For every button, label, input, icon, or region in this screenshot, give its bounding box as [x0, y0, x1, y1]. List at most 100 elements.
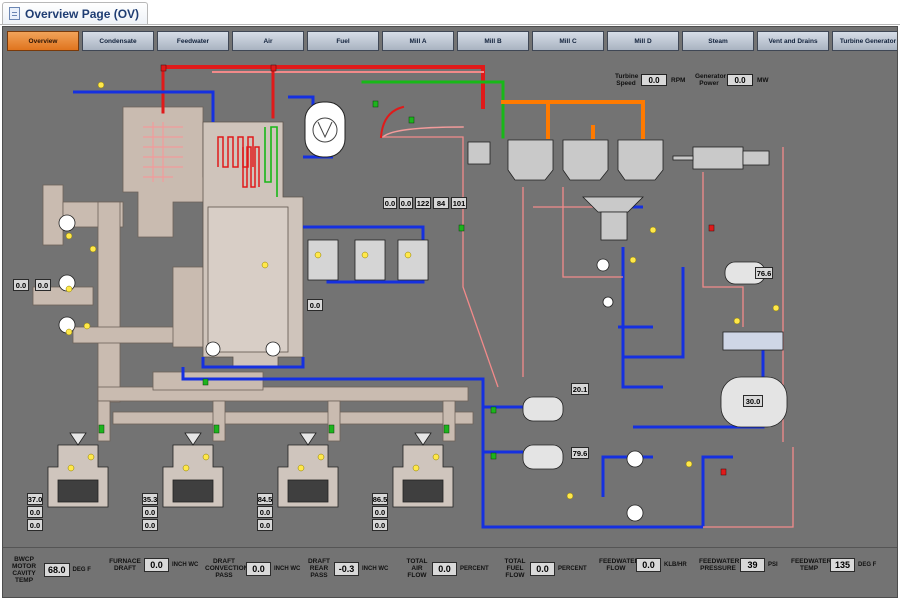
nav-condensate[interactable]: Condensate	[82, 31, 154, 51]
furnace-draft-label: FURNACE DRAFT	[109, 558, 141, 572]
draft-rear-pass: DRAFT REAR PASS -0.3 INCH WC	[307, 558, 388, 579]
mill-c-readout-2: 0.0	[257, 506, 273, 518]
mill-b-readout-1: 35.3	[142, 493, 158, 505]
valves	[98, 100, 497, 460]
document-icon	[9, 7, 20, 20]
steam-lines	[161, 65, 645, 139]
feedwater-temp-value: 135	[830, 558, 855, 572]
turbine-speed-value: 0.0	[641, 74, 667, 86]
bwcp-motor-temp-label: BWCP MOTOR CAVITY TEMP	[11, 556, 37, 584]
feedwater-temp: FEEDWATER TEMP 135 DEG F	[791, 558, 876, 572]
drum-readout: 0.0	[307, 299, 323, 311]
mill-a-readout-1: 37.0	[27, 493, 43, 505]
feedwater-lines	[73, 90, 765, 529]
steam-drum	[304, 101, 346, 158]
generator-power: Generator Power 0.0 MW	[695, 73, 769, 87]
turbine-train	[467, 139, 770, 241]
tab-divider	[0, 24, 900, 25]
hp-heater-1-readout: 20.1	[571, 383, 589, 395]
fd-fan-1-readout: 0.0	[13, 279, 29, 291]
mill-b-readout-3: 0.0	[142, 519, 158, 531]
mill-d-readout-1: 86.5	[372, 493, 388, 505]
process-overview-panel: Overview Condensate Feedwater Air Fuel M…	[2, 26, 898, 598]
nav-vent-and-drains[interactable]: Vent and Drains	[757, 31, 829, 51]
feedwater-flow: FEEDWATER FLOW 0.0 KLB/HR	[599, 558, 687, 572]
furnace-draft: FURNACE DRAFT 0.0 INCH WC	[109, 558, 198, 572]
mill-d-readout-2: 0.0	[372, 506, 388, 518]
draft-convection-pass-unit: INCH WC	[274, 565, 301, 572]
superheater-coils	[217, 136, 260, 188]
bottom-status-bar: BWCP MOTOR CAVITY TEMP 68.0 DEG F FURNAC…	[3, 547, 897, 597]
draft-rear-pass-value: -0.3	[334, 561, 359, 576]
nav-mill-c[interactable]: Mill C	[532, 31, 604, 51]
mill-a-readout-2: 0.0	[27, 506, 43, 518]
lp-heater-readout: 76.6	[755, 267, 773, 279]
window-title: Overview Page (OV)	[25, 6, 140, 21]
nav-air[interactable]: Air	[232, 31, 304, 51]
air-gas-ducts	[32, 106, 474, 442]
draft-convection-pass: DRAFT CONVECTION PASS 0.0 INCH WC	[205, 558, 300, 579]
bwcp-motor-temp-value: 68.0	[44, 563, 70, 577]
feedwater-flow-unit: KLB/HR	[664, 562, 687, 568]
draft-rear-pass-unit: INCH WC	[362, 565, 389, 572]
coal-mills	[47, 432, 454, 508]
mill-c-readout-3: 0.0	[257, 519, 273, 531]
furnace-draft-value: 0.0	[144, 558, 169, 572]
draft-rear-pass-label: DRAFT REAR PASS	[307, 558, 331, 579]
mill-c-readout-1: 84.5	[257, 493, 273, 505]
hp-heater-2-readout: 79.6	[571, 447, 589, 459]
total-fuel-flow-value: 0.0	[530, 561, 555, 576]
generator-power-value: 0.0	[727, 74, 753, 86]
mill-b-readout-2: 0.0	[142, 506, 158, 518]
turbine-speed-label: Turbine Speed	[615, 73, 639, 87]
furnace-draft-unit: INCH WC	[172, 562, 199, 568]
total-air-flow-value: 0.0	[432, 561, 457, 576]
nav-fuel[interactable]: Fuel	[307, 31, 379, 51]
feedwater-pressure: FEEDWATER PRESSURE 39 PSI	[699, 558, 778, 572]
generator-power-label: Generator Power	[695, 73, 727, 87]
boiler-readout-2: 0.0	[399, 197, 413, 209]
nav-feedwater[interactable]: Feedwater	[157, 31, 229, 51]
total-air-flow-label: TOTAL AIR FLOW	[406, 558, 428, 579]
mill-d-readout-3: 0.0	[372, 519, 388, 531]
generator-power-unit: MW	[757, 76, 769, 84]
feedwater-pressure-label: FEEDWATER PRESSURE	[699, 558, 740, 572]
feedwater-flow-label: FEEDWATER FLOW	[599, 558, 640, 572]
boiler-readout-3: 122	[415, 197, 431, 209]
total-air-flow: TOTAL AIR FLOW 0.0 PERCENT	[405, 558, 489, 579]
total-fuel-flow-unit: PERCENT	[558, 565, 587, 572]
draft-convection-pass-label: DRAFT CONVECTION PASS	[205, 558, 249, 579]
boiler-readout-5: 101	[451, 197, 467, 209]
draft-convection-pass-value: 0.0	[246, 561, 271, 576]
indicator-lamps	[65, 81, 780, 500]
nav-mill-a[interactable]: Mill A	[382, 31, 454, 51]
nav-mill-b[interactable]: Mill B	[457, 31, 529, 51]
boiler	[202, 121, 304, 368]
feedwater-temp-unit: DEG F	[858, 562, 877, 568]
feedwater-flow-value: 0.0	[636, 558, 661, 572]
pumps-and-fans	[58, 214, 644, 522]
nav-overview[interactable]: Overview	[7, 31, 79, 51]
feedwater-temp-label: FEEDWATER TEMP	[791, 558, 832, 572]
total-air-flow-unit: PERCENT	[460, 565, 489, 572]
turbine-speed: Turbine Speed 0.0 RPM	[615, 73, 685, 87]
bwcp-motor-temp: BWCP MOTOR CAVITY TEMP 68.0 DEG F	[7, 556, 91, 584]
boiler-readout-1: 0.0	[383, 197, 397, 209]
process-diagram	[32, 64, 794, 529]
total-fuel-flow-label: TOTAL FUEL FLOW	[504, 558, 526, 579]
total-fuel-flow: TOTAL FUEL FLOW 0.0 PERCENT	[503, 558, 587, 579]
feedwater-pressure-unit: PSI	[768, 562, 778, 568]
deaerator-tank-readout: 30.0	[743, 395, 763, 407]
navigation-bar: Overview Condensate Feedwater Air Fuel M…	[7, 31, 897, 51]
mill-a-readout-3: 0.0	[27, 519, 43, 531]
nav-mill-d[interactable]: Mill D	[607, 31, 679, 51]
fd-fan-2-readout: 0.0	[35, 279, 51, 291]
nav-turbine-generator[interactable]: Turbine Generator	[832, 31, 897, 51]
boiler-readout-4: 84	[433, 197, 449, 209]
window-tab[interactable]: Overview Page (OV)	[2, 2, 149, 24]
bwcp-motor-temp-unit: DEG F	[72, 567, 91, 573]
nav-steam[interactable]: Steam	[682, 31, 754, 51]
heaters	[307, 239, 788, 470]
turbine-speed-unit: RPM	[671, 76, 686, 84]
